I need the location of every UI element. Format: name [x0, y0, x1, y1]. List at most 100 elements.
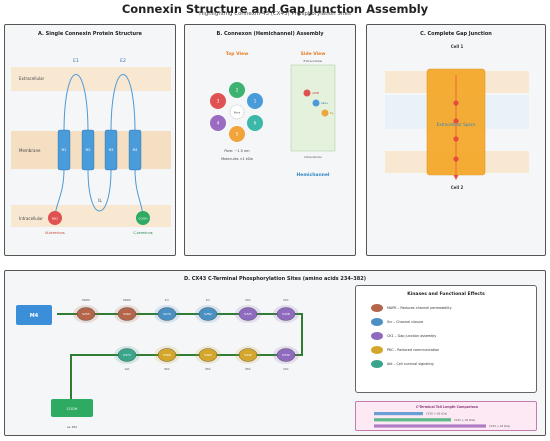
phospho-site-node	[276, 348, 296, 362]
phospho-site-label: S328	[282, 312, 290, 316]
subunit-5	[229, 126, 245, 142]
side-intracellular-label: Intracellular	[304, 155, 323, 159]
phospho-site-label: S279	[163, 312, 171, 316]
phospho-site-kinase-label: MAPK	[123, 298, 131, 302]
phospho-site-kinase-label: Src	[206, 298, 211, 302]
m4-label: M4	[30, 313, 39, 319]
phospho-site-kinase-label: CK1	[245, 298, 251, 302]
subtitle: Highlighting Connexin-43 (CX43) Phosphor…	[199, 11, 351, 17]
legend-item-src: Src – Channel closure	[387, 320, 423, 324]
phospho-site-node	[117, 307, 137, 321]
flow-dot-4	[453, 156, 459, 162]
subunit-3-label: 3	[217, 99, 220, 104]
tail-bar-label: CX26 (~26 kDa)	[426, 412, 447, 416]
pore-label: Pore	[234, 111, 241, 115]
ion-ca	[312, 99, 320, 107]
phospho-site-label: S255	[82, 312, 90, 316]
helix-m1	[57, 129, 71, 171]
flow-dot-1	[453, 100, 459, 106]
membrane-label: Membrane	[19, 148, 41, 153]
n-terminus-label: N-terminus	[45, 231, 65, 235]
legend-swatch-akt	[371, 360, 383, 368]
intracellular-label: Intracellular	[19, 216, 44, 221]
phospho-site-label: S325	[244, 312, 252, 316]
phospho-site-node	[157, 307, 177, 321]
side-view-box	[290, 64, 336, 152]
flow-arrowhead	[453, 175, 459, 180]
phospho-site-kinase-label: Akt	[125, 367, 131, 371]
subunit-1	[247, 93, 263, 109]
side-view-label: Side View	[301, 51, 326, 57]
cooh-box-label: COOH	[67, 407, 78, 411]
helix-m4	[128, 129, 142, 171]
kinase-legend-items: MAPK – Reduces channel permeability Src …	[371, 304, 452, 368]
phospho-site-kinase-label: PKC	[245, 367, 250, 371]
phospho-site-node	[76, 307, 96, 321]
tail-bar	[374, 424, 486, 428]
il-label: IL	[98, 198, 102, 203]
phospho-site-label: S330	[282, 353, 290, 357]
pore-size-label: Pore: ~1.5 nm	[224, 149, 250, 153]
tail-bar-label: CX43 (~43 kDa)	[489, 424, 510, 428]
phospho-site-kinase-label: MAPK	[82, 298, 90, 302]
cell2-label: Cell 2	[451, 185, 464, 190]
main-title: Connexin Structure and Gap Junction Asse…	[121, 2, 429, 16]
subunit-1-label: 1	[254, 99, 257, 104]
molecules-label: Molecules <1 kDa	[221, 157, 253, 161]
gap-junction-diagram: Cell 1 Extracellular Space Cell 2	[385, 44, 529, 190]
helix-m3	[104, 129, 118, 171]
subunit-3	[210, 93, 226, 109]
subunit-4-label: 4	[217, 121, 220, 126]
subunit-2	[229, 82, 245, 98]
phospho-site-node	[198, 307, 218, 321]
phospho-site-label: S262	[123, 312, 131, 316]
panel-gap-junction: C. Complete Gap Junction Cell 1 Extracel…	[366, 24, 546, 256]
phospho-site-label: S373	[123, 353, 131, 357]
flow-dot-3	[453, 136, 459, 142]
e1-loop	[63, 74, 89, 134]
cell1-label: Cell 1	[451, 44, 464, 49]
helix-m2-label: M2	[86, 148, 91, 152]
panel-single-connexin: A. Single Connexin Protein Structure Ext…	[4, 24, 176, 256]
cooh-label: COOH	[138, 217, 147, 221]
subunit-2-label: 2	[236, 88, 239, 93]
phospho-site-node	[117, 348, 137, 362]
subunit-6-label: 6	[254, 121, 257, 126]
ion-k	[321, 109, 329, 117]
helix-m3-label: M3	[109, 148, 114, 152]
phospho-site-node	[238, 307, 258, 321]
extracellular-space-label: Extracellular Space	[437, 122, 476, 127]
ion-k-label: K+	[330, 111, 334, 115]
cooh-note: aa 382	[67, 425, 77, 429]
panel-a-title: A. Single Connexin Protein Structure	[38, 31, 142, 37]
panel-d-title: D. CX43 C-Terminal Phosphorylation Sites…	[183, 276, 367, 282]
kinase-legend-title: Kinases and Functional Effects	[407, 292, 485, 297]
tail-comparison-title: C-Terminal Tail Length Comparison	[416, 405, 479, 409]
e2-loop	[110, 74, 136, 134]
c-terminal-tail-diagram: M4 COOH aa 382 S255MAPKS262MAPKS279SrcS2…	[16, 298, 303, 429]
extracellular-band	[11, 67, 171, 91]
phospho-site-node	[276, 307, 296, 321]
helix-m4-label: M4	[133, 148, 138, 152]
legend-item-pkc: PKC – Reduced communication	[387, 348, 439, 352]
e2-label: E2	[120, 58, 126, 64]
connexin-topology-diagram: M1 M2 M3 M4 E1 E2 IL NH2 COOH N-terminus…	[45, 58, 153, 235]
phospho-site-node	[198, 348, 218, 362]
c-term-line	[134, 168, 144, 218]
connexon-diagram: Top View Side View Pore 1 2 3 4 5 6 Pore…	[210, 51, 336, 178]
cooh-box	[51, 399, 93, 417]
c-terminus-label: C-terminus	[133, 231, 152, 235]
helix-m2	[81, 129, 95, 171]
legend-item-ck1: CK1 – Gap junction assembly	[387, 334, 436, 338]
phospho-site-kinase-label: CK1	[283, 367, 289, 371]
phospho-site-node	[238, 348, 258, 362]
panel-phosphorylation-sites: D. CX43 C-Terminal Phosphorylation Sites…	[4, 270, 546, 436]
legend-swatch-src	[371, 318, 383, 326]
phospho-site-kinase-label: Src	[165, 298, 170, 302]
phospho-site-label: S342	[244, 353, 252, 357]
extracellular-label: Extracellular	[19, 76, 45, 81]
phospho-site-kinase-label: PKC	[164, 367, 169, 371]
subunit-5-label: 5	[236, 132, 239, 137]
phospho-site-kinase-label: PKC	[205, 367, 210, 371]
m4-box	[16, 305, 52, 325]
